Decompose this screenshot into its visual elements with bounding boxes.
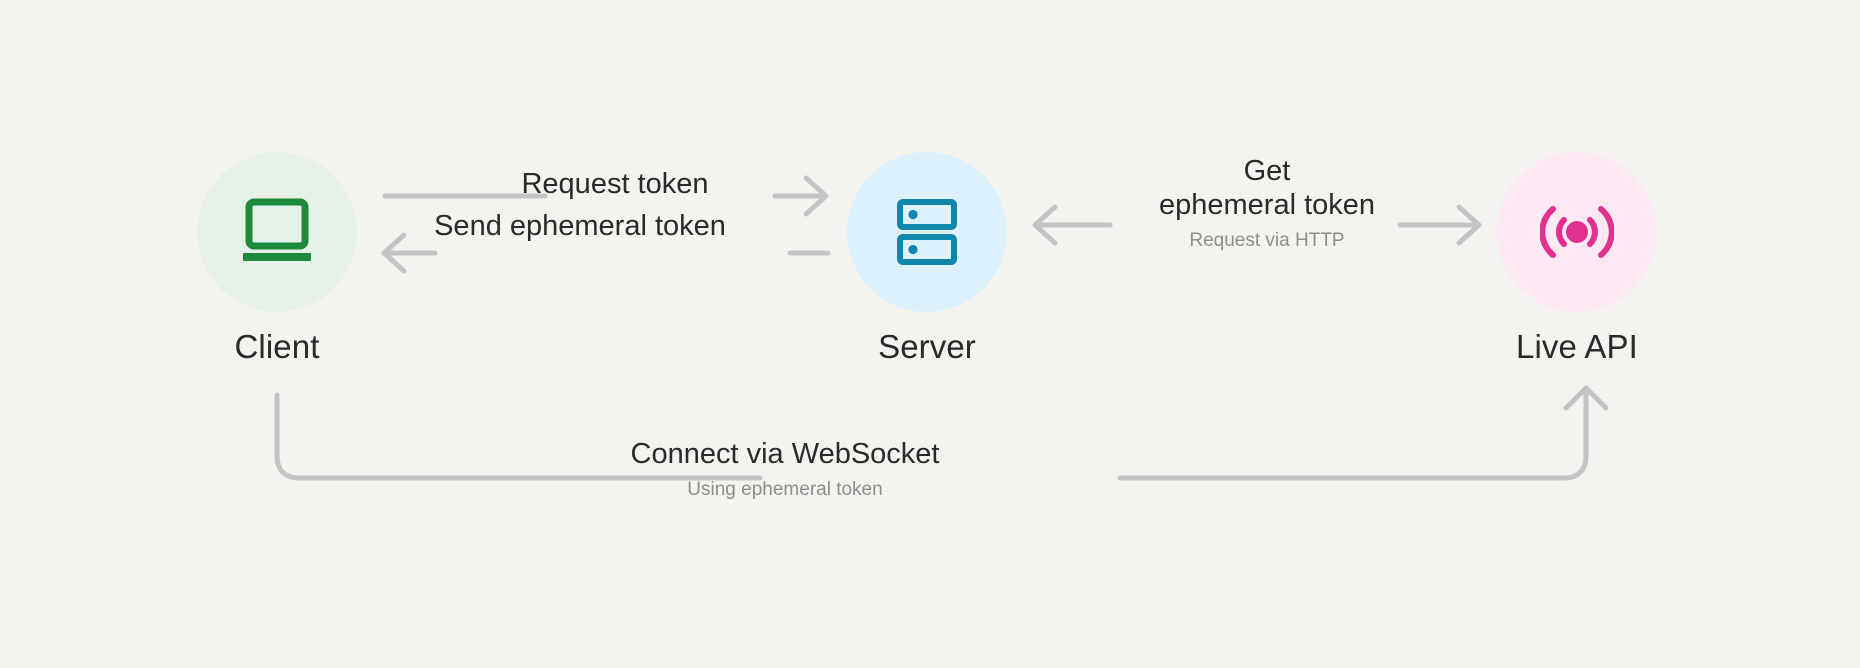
flow-request-token-text: Request token <box>521 168 709 200</box>
flow-label-get-ephemeral-token: Get ephemeral token Request via HTTP <box>1122 155 1412 253</box>
node-live-api-label: Live API <box>1516 328 1638 365</box>
node-server-label: Server <box>878 328 976 365</box>
server-icon <box>897 199 957 265</box>
broadcast-icon <box>1540 206 1614 258</box>
node-live-api-circle <box>1497 152 1657 312</box>
node-server-circle <box>847 152 1007 312</box>
node-client-circle <box>197 152 357 312</box>
flow-label-connect-websocket: Connect via WebSocket Using ephemeral to… <box>605 438 965 502</box>
flow-label-request-token: Request token <box>485 168 745 202</box>
flow-send-ephemeral-token-text: Send ephemeral token <box>434 210 726 242</box>
flow-get-ephemeral-token-sublabel: Request via HTTP <box>1189 229 1345 251</box>
flow-get-ephemeral-token-line1: Get <box>1243 155 1291 187</box>
flow-get-ephemeral-token-line2: ephemeral token <box>1158 188 1376 221</box>
node-client-label: Client <box>234 328 320 365</box>
node-client[interactable]: Client <box>177 152 377 363</box>
laptop-icon <box>243 198 311 261</box>
flow-connect-websocket-text: Connect via WebSocket <box>630 438 940 470</box>
node-live-api[interactable]: Live API <box>1477 152 1677 363</box>
node-server[interactable]: Server <box>827 152 1027 363</box>
flow-connect-websocket-sublabel: Using ephemeral token <box>687 478 883 500</box>
flow-label-send-ephemeral-token: Send ephemeral token <box>415 210 745 244</box>
arrow-get-token-left <box>1032 204 1113 246</box>
